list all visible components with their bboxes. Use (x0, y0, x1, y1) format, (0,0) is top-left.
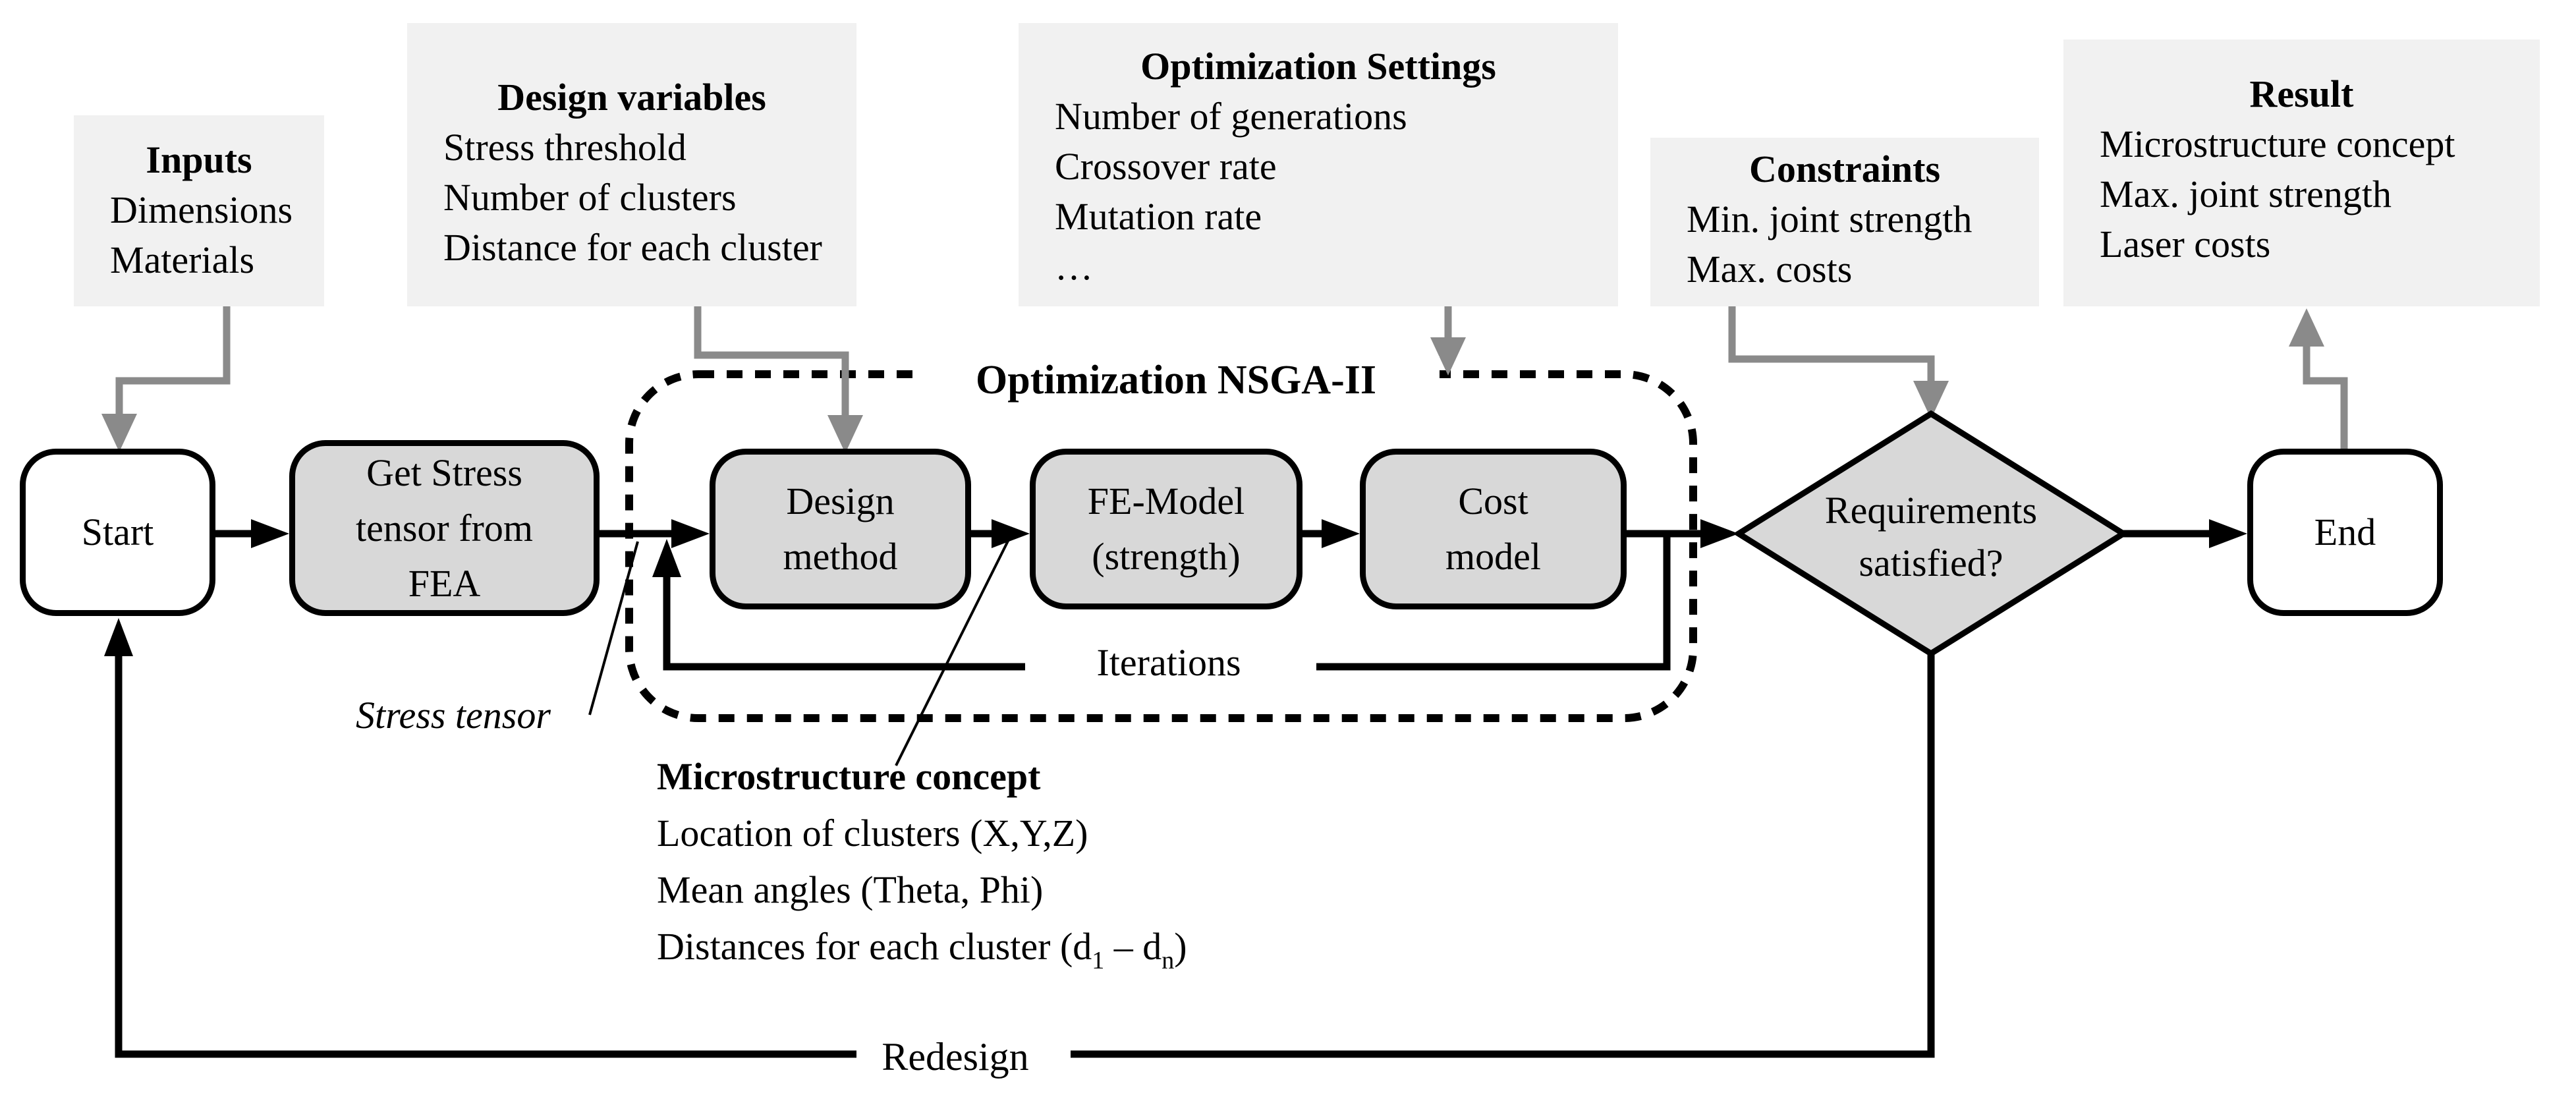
panel-optimization-settings-title: Optimization Settings (1140, 45, 1496, 88)
arrowhead-optsettings-to-group (1430, 337, 1466, 376)
microstructure-leader-line (895, 536, 1011, 766)
panel-design-variables-line: Stress threshold (443, 126, 686, 169)
iterations-loop-left (663, 575, 1025, 671)
node-start-label: Start (81, 511, 154, 553)
panel-design-variables-line: Number of clusters (443, 176, 737, 219)
panel-inputs: Inputs Dimensions Materials (74, 115, 324, 306)
microstructure-note: Microstructure concept Location of clust… (657, 748, 1187, 975)
stress-tensor-label: Stress tensor (356, 694, 551, 737)
node-get-stress: Get Stress tensor from FEA (289, 440, 600, 616)
arrowhead-decision-to-end (2209, 519, 2247, 548)
node-cost-model-label: Cost model (1445, 480, 1541, 578)
arrowhead-end-to-result (2289, 308, 2324, 347)
connector-designvars-to-designmethod (694, 305, 849, 415)
panel-design-variables-line: Distance for each cluster (443, 226, 822, 269)
panel-design-variables-title: Design variables (497, 76, 766, 119)
arrowhead-constraints-to-decision (1913, 381, 1949, 419)
subscript-1: 1 (1092, 947, 1105, 974)
redesign-label: Redesign (882, 1035, 1029, 1079)
panel-result-title: Result (2249, 72, 2354, 115)
arrowhead-inputs-to-start (101, 414, 137, 452)
subscript-n: n (1162, 947, 1175, 974)
panel-constraints: Constraints Min. joint strength Max. cos… (1650, 138, 2039, 306)
node-cost-model: Cost model (1360, 449, 1627, 609)
panel-design-variables: Design variables Stress threshold Number… (407, 23, 856, 306)
arrowhead-costmodel-to-decision (1700, 519, 1739, 548)
iterations-loop-right (1316, 535, 1671, 671)
redesign-loop-right (1071, 651, 1935, 1058)
panel-optimization-settings: Optimization Settings Number of generati… (1019, 23, 1618, 306)
node-fe-model: FE-Model (strength) (1030, 449, 1302, 609)
panel-result-line: Laser costs (2100, 223, 2271, 266)
microstructure-note-title: Microstructure concept (657, 755, 1041, 798)
node-end: End (2247, 449, 2443, 616)
node-start: Start (20, 449, 215, 616)
node-get-stress-label: Get Stress tensor from FEA (356, 451, 533, 605)
arrowhead-femodel-to-costmodel (1322, 519, 1360, 548)
connector-end-to-result (2303, 347, 2348, 455)
node-fe-model-label: FE-Model (strength) (1087, 480, 1245, 578)
panel-inputs-title: Inputs (146, 138, 252, 181)
panel-inputs-line: Materials (110, 238, 255, 281)
node-end-label: End (2314, 511, 2376, 553)
arrowhead-getstress-to-designmethod (671, 519, 710, 548)
microstructure-note-line: Distances for each cluster (d1 – dn) (657, 925, 1187, 974)
microstructure-note-line: Mean angles (Theta, Phi) (657, 868, 1044, 911)
panel-optimization-settings-line: Crossover rate (1055, 145, 1277, 188)
iterations-label: Iterations (1096, 641, 1241, 684)
microstructure-note-line: Location of clusters (X,Y,Z) (657, 812, 1088, 855)
arrowhead-start-to-getstress (251, 519, 289, 548)
arrowhead-designvars-to-designmethod (827, 415, 863, 453)
panel-constraints-line: Max. costs (1687, 248, 1853, 291)
panel-inputs-line: Dimensions (110, 188, 293, 231)
panel-optimization-settings-line: Number of generations (1055, 95, 1407, 138)
stress-tensor-leader-line (588, 541, 639, 715)
decision-diamond-shape (1733, 410, 2129, 658)
panel-result-line: Max. joint strength (2100, 173, 2392, 215)
connector-constraints-to-decision (1728, 302, 1935, 381)
node-design-method-label: Design method (783, 480, 898, 578)
connector-inputs-to-start (115, 305, 231, 414)
panel-constraints-line: Min. joint strength (1687, 198, 1973, 240)
redesign-loop-left (115, 654, 856, 1058)
panel-result: Result Microstructure concept Max. joint… (2063, 40, 2540, 306)
panel-constraints-title: Constraints (1749, 148, 1941, 190)
node-design-method: Design method (710, 449, 971, 609)
node-decision-label: Requirements satisfied? (1824, 489, 2038, 584)
arrowhead-designmethod-to-femodel (992, 519, 1030, 548)
panel-optimization-settings-line: Mutation rate (1055, 195, 1262, 238)
arrowhead-iterations-up (652, 539, 681, 577)
arrowhead-redesign-up (104, 618, 133, 656)
panel-optimization-settings-line: … (1055, 245, 1093, 288)
optimization-group-label: Optimization NSGA-II (912, 356, 1440, 404)
panel-result-line: Microstructure concept (2100, 123, 2455, 165)
